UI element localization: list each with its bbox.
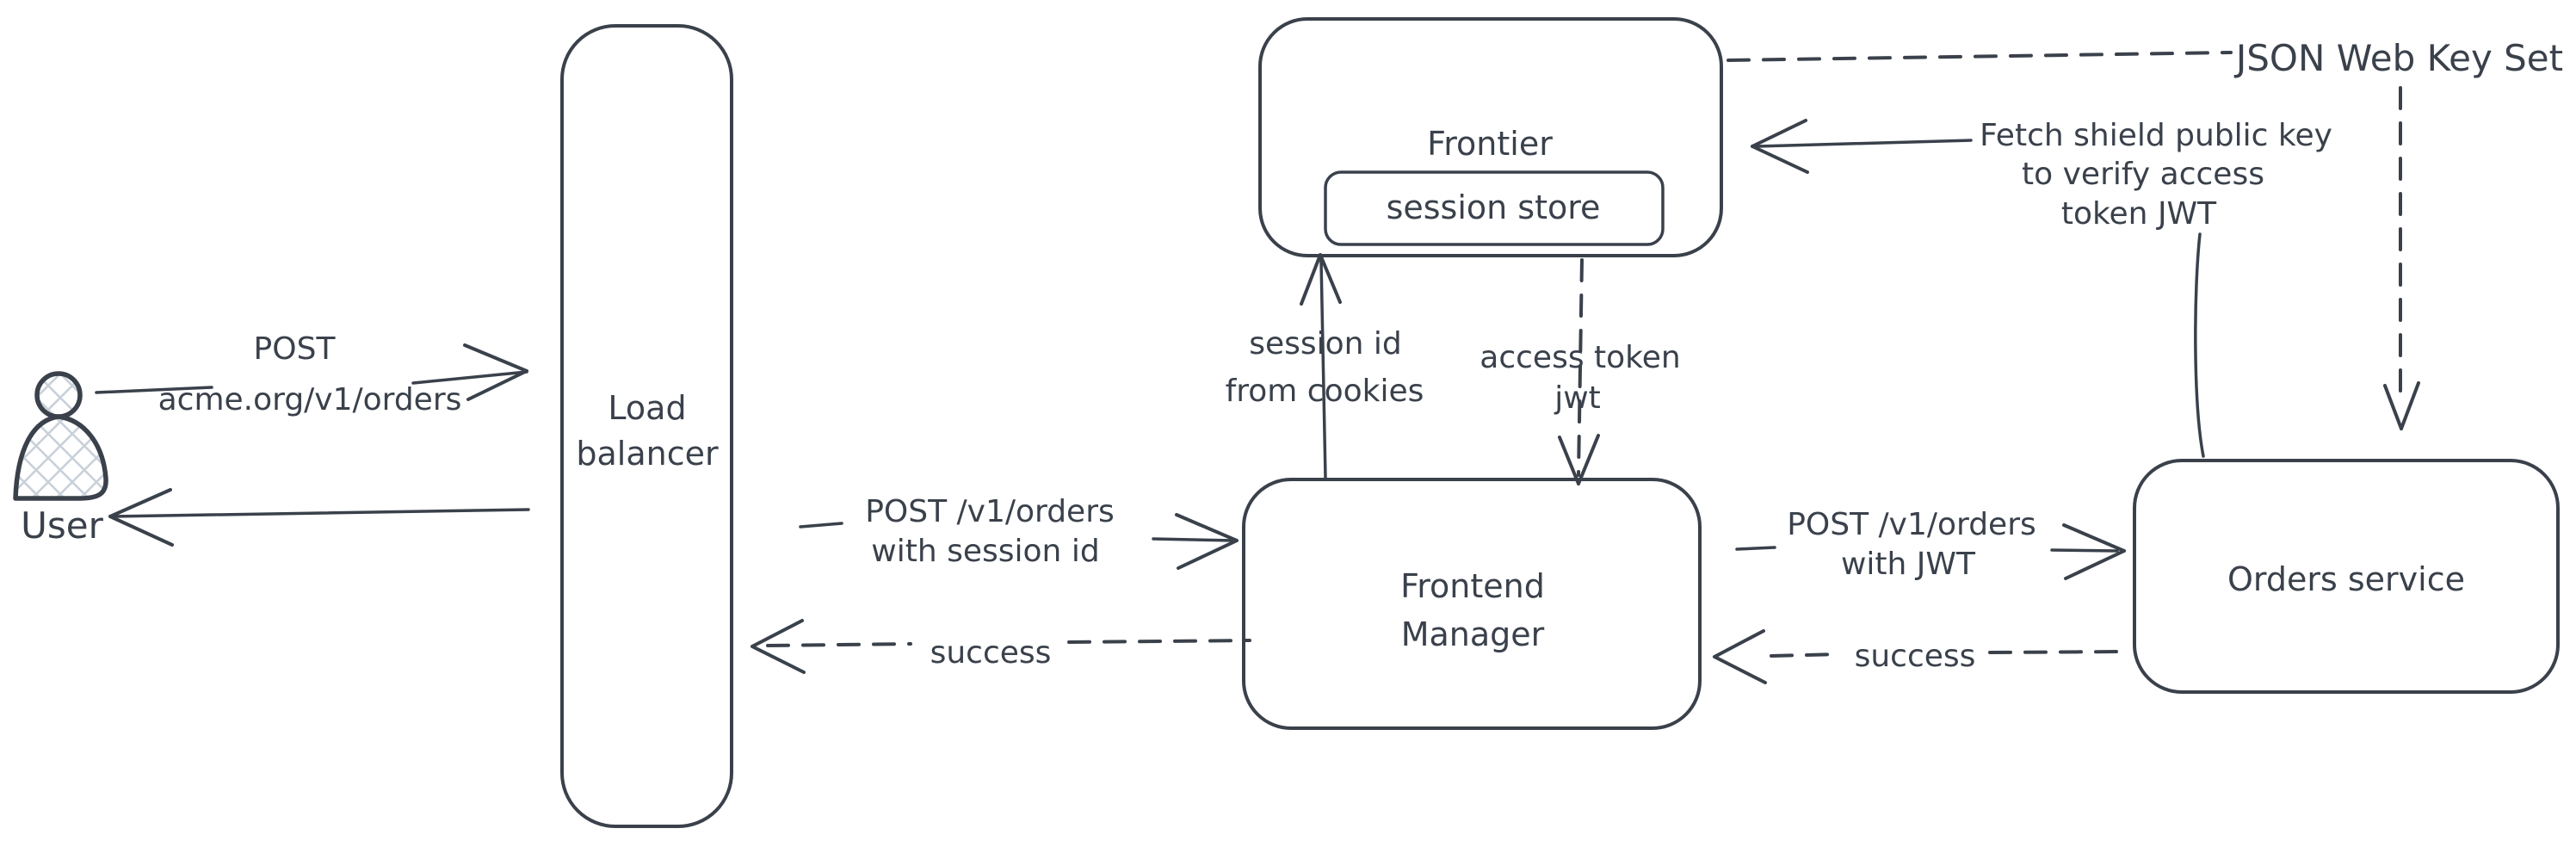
frontier-label: Frontier [1427,125,1553,163]
arrow-jwks-to-orders-service [2383,86,2420,430]
session-store-node [1324,170,1665,246]
arrow-frontier-to-frontend-manager [1558,258,1600,485]
frontend-manager-label-line2: Manager [1401,615,1545,653]
load-balancer-label-line1: Load [608,389,686,427]
fetch-key-label-line2: to verify access [2022,157,2264,192]
load-balancer-node [560,24,733,828]
arrow-orders-service-to-frontier [1751,119,2205,458]
arrow-frontend-manager-to-load-balancer-success [751,619,1251,674]
post-jwt-label-line1: POST /v1/orders [1787,507,2036,542]
frontend-manager-label-line1: Frontend [1400,567,1545,605]
fetch-key-label-line3: token JWT [2061,196,2217,232]
load-balancer-label-line2: balancer [576,435,719,473]
orders-service-label: Orders service [2227,560,2465,598]
arrow-load-balancer-to-frontend-manager [799,513,1239,570]
dashed-line-frontier-to-jwks [1727,51,2233,62]
post-session-label-line1: POST /v1/orders [865,494,1115,529]
session-cookies-label-line2: from cookies [1226,374,1424,409]
success-left-label: success [930,635,1052,671]
session-store-label: session store [1387,189,1601,226]
session-cookies-label-line1: session id [1249,326,1402,362]
fetch-key-label-line1: Fetch shield public key [1980,118,2332,153]
post-root-label-line2: acme.org/v1/orders [158,382,462,417]
frontend-manager-node [1242,478,1702,730]
user-label: User [21,504,103,547]
user-head-icon [34,371,83,419]
arrow-orders-service-to-frontend-manager-success [1713,629,2122,684]
post-jwt-label-line2: with JWT [1841,547,1976,582]
arrow-load-balancer-to-user [108,488,530,547]
access-token-label-line1: access token [1480,340,1680,375]
arrow-frontend-manager-to-frontier [1300,253,1342,479]
post-session-label-line2: with session id [871,534,1099,569]
jwks-label: JSON Web Key Set [2233,37,2563,79]
user-body-icon [13,414,108,501]
orders-service-node [2133,459,2560,694]
arrow-user-to-load-balancer [95,343,528,401]
user-icon [13,371,108,501]
post-root-label-line1: POST [254,331,337,367]
arrow-frontend-manager-to-orders-service [1735,523,2126,580]
success-right-label: success [1855,639,1976,674]
access-token-label-line2: jwt [1554,380,1601,416]
